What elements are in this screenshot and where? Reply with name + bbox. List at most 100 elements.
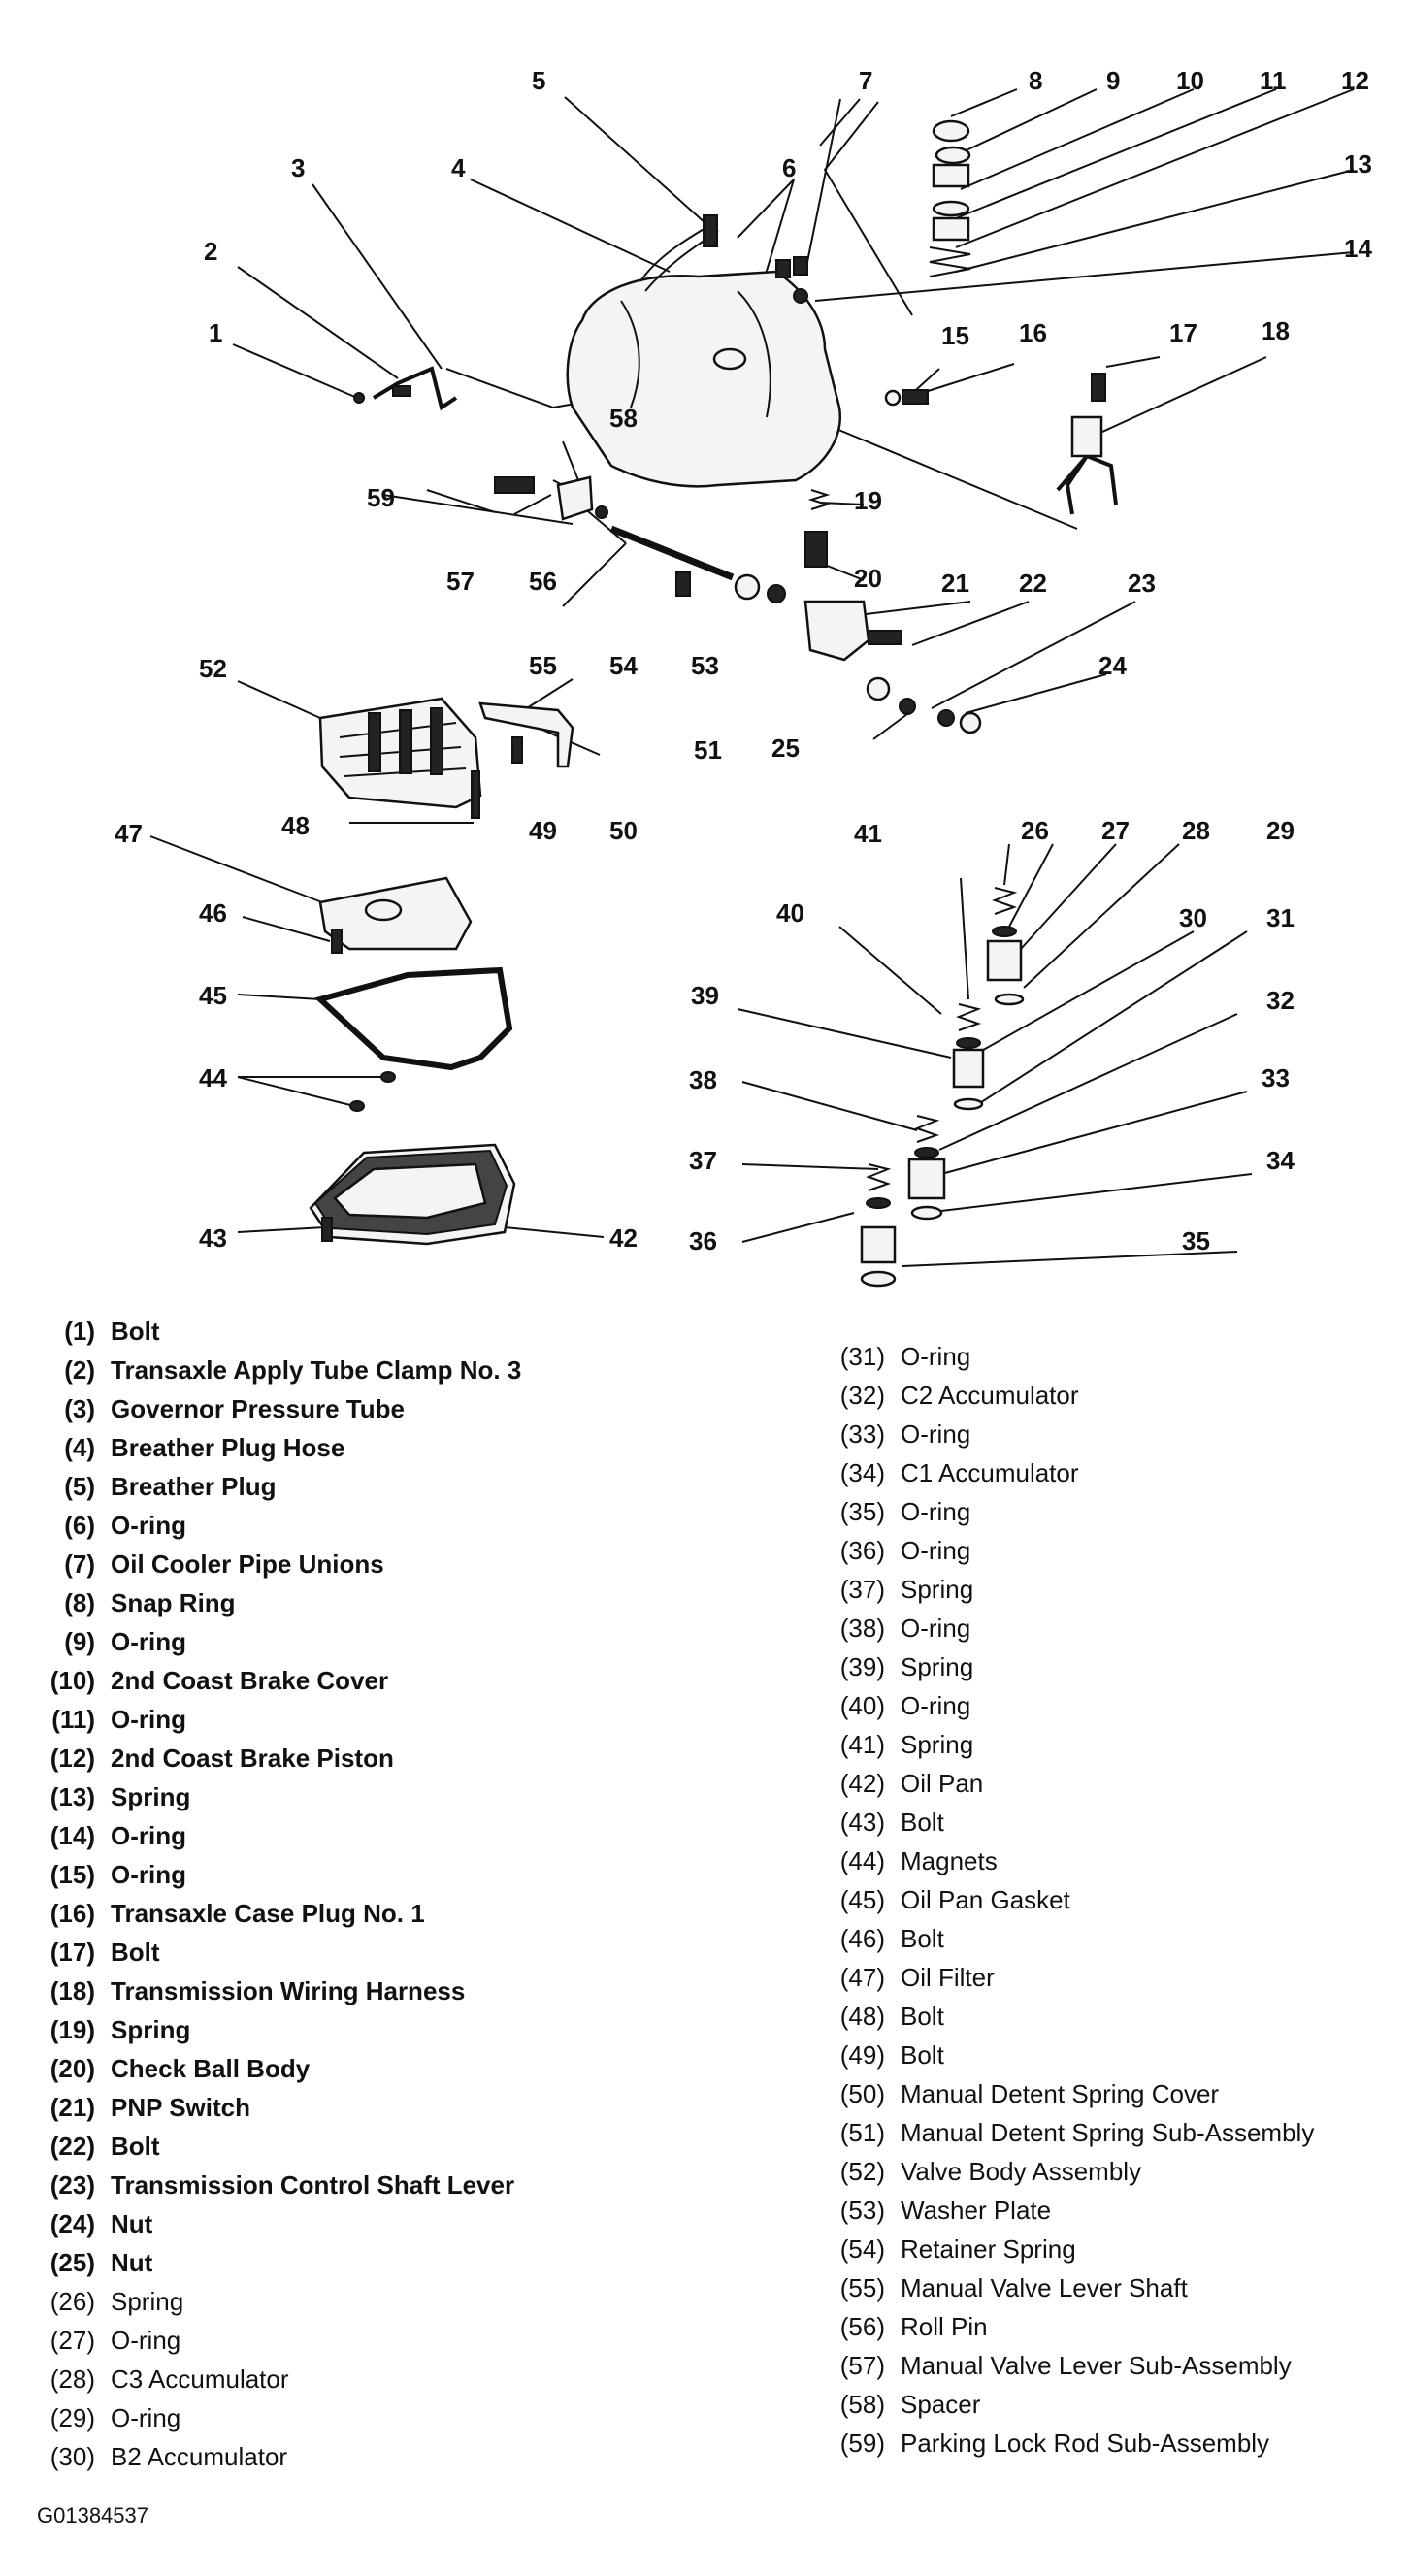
- callout-58: 58: [609, 404, 638, 433]
- legend-item-name: Transaxle Case Plug No. 1: [111, 1899, 425, 1928]
- callout-21: 21: [941, 569, 969, 598]
- legend-item: (53) Washer Plate: [815, 2191, 1314, 2230]
- legend-item-number: (9): [64, 1627, 95, 1656]
- legend-item: (32)C2 Accumulator: [815, 1376, 1314, 1415]
- callout-53: 53: [691, 651, 719, 680]
- legend-item-name: Governor Pressure Tube: [111, 1394, 405, 1423]
- legend-item: (34) C1 Accumulator: [815, 1453, 1314, 1492]
- legend-item-name: Spacer: [901, 2390, 981, 2419]
- right-side-parts: [884, 373, 1118, 515]
- legend-item-name: Breather Plug: [111, 1472, 277, 1501]
- legend-item: (42)Oil Pan: [815, 1764, 1314, 1803]
- legend-item: (11)O-ring: [37, 1700, 521, 1739]
- legend-item: (4) Breather Plug Hose: [37, 1428, 521, 1467]
- legend-item: (28)C3 Accumulator: [37, 2360, 521, 2398]
- legend-item-name: O-ring: [111, 1627, 186, 1656]
- legend-item: (49)Bolt: [815, 2036, 1314, 2074]
- legend-item-number: (30): [49, 2442, 95, 2471]
- callout-24: 24: [1098, 651, 1127, 680]
- legend-item-name: Breather Plug Hose: [111, 1433, 345, 1462]
- legend-item: (1)Bolt: [37, 1312, 521, 1351]
- legend-item-name: Snap Ring: [111, 1588, 236, 1617]
- legend-item: (43)Bolt: [815, 1803, 1314, 1842]
- legend-item-name: Bolt: [901, 1808, 944, 1837]
- legend-item-number: (31): [839, 1342, 885, 1371]
- callout-51: 51: [694, 735, 722, 765]
- callout-25: 25: [771, 734, 800, 763]
- legend-item-number: (48): [839, 2002, 885, 2031]
- callout-18: 18: [1262, 316, 1290, 345]
- legend-item-number: (11): [51, 1705, 95, 1734]
- legend-item: (37)Spring: [815, 1570, 1314, 1609]
- legend-item-number: (27): [49, 2326, 95, 2355]
- legend-item-number: (10): [49, 1666, 95, 1695]
- legend-item-number: (6): [64, 1511, 95, 1540]
- legend-item-name: O-ring: [901, 1691, 971, 1720]
- legend-item-name: Spring: [111, 2015, 191, 2044]
- legend-item-name: Bolt: [901, 2040, 944, 2070]
- callout-29: 29: [1266, 816, 1295, 845]
- legend-item: (58)Spacer: [815, 2385, 1314, 2424]
- legend-item-number: (13): [49, 1782, 95, 1811]
- legend-item: (5)Breather Plug: [37, 1467, 521, 1506]
- legend-left-column: (1)Bolt(2)Transaxle Apply Tube Clamp No.…: [37, 1312, 522, 2476]
- legend-item-number: (45): [839, 1885, 885, 1914]
- legend-item-name: Manual Valve Lever Sub-Assembly: [901, 2351, 1292, 2380]
- callout-47: 47: [115, 819, 143, 848]
- legend-item: (3)Governor Pressure Tube: [37, 1389, 521, 1428]
- legend-item: (7)Oil Cooler Pipe Unions: [37, 1545, 521, 1583]
- legend-item: (36)O-ring: [815, 1531, 1314, 1570]
- legend-item-name: 2nd Coast Brake Cover: [111, 1666, 389, 1695]
- legend-item-number: (50): [839, 2079, 885, 2108]
- legend-item-name: Parking Lock Rod Sub-Assembly: [901, 2429, 1270, 2458]
- legend-item-name: Nut: [111, 2209, 153, 2238]
- callout-35: 35: [1182, 1226, 1210, 1255]
- legend-item-name: Check Ball Body: [111, 2054, 311, 2083]
- legend-item: (54)Retainer Spring: [815, 2230, 1314, 2268]
- legend-item-name: Washer Plate: [901, 2196, 1052, 2225]
- legend-item: (25)Nut: [37, 2243, 521, 2282]
- callout-12: 12: [1341, 66, 1369, 95]
- legend-item-number: (32): [839, 1381, 885, 1410]
- legend-item-number: (33): [839, 1419, 885, 1449]
- legend-item: (35)O-ring: [815, 1492, 1314, 1531]
- callout-14: 14: [1344, 234, 1372, 263]
- legend-item: (29)O-ring: [37, 2398, 521, 2437]
- legend-item: (21)PNP Switch: [37, 2088, 521, 2127]
- legend-item-number: (41): [839, 1730, 885, 1759]
- legend-item-number: (4): [64, 1433, 95, 1462]
- legend-item-name: B2 Accumulator: [111, 2442, 288, 2471]
- legend-item-number: (57): [839, 2351, 885, 2380]
- callout-7: 7: [859, 66, 872, 95]
- legend-item-number: (12): [49, 1744, 95, 1773]
- legend-item: (46)Bolt: [815, 1919, 1314, 1958]
- legend-item-number: (34): [839, 1458, 885, 1487]
- legend-item: (10) 2nd Coast Brake Cover: [37, 1661, 521, 1700]
- legend-item: (27)O-ring: [37, 2321, 521, 2360]
- legend-item-name: Oil Pan: [901, 1769, 984, 1798]
- legend-item-name: Bolt: [901, 2002, 944, 2031]
- legend-item-name: Spring: [111, 2287, 184, 2316]
- callout-44: 44: [199, 1063, 227, 1092]
- legend-item-number: (54): [839, 2234, 885, 2264]
- callout-15: 15: [941, 321, 969, 350]
- legend-item-name: Nut: [111, 2248, 153, 2277]
- legend-item-name: O-ring: [901, 1497, 971, 1526]
- filter-and-pan: [309, 876, 516, 1246]
- legend-item: (13)Spring: [37, 1777, 521, 1816]
- callout-8: 8: [1029, 66, 1042, 95]
- callout-32: 32: [1266, 986, 1295, 1015]
- legend-item: (20)Check Ball Body: [37, 2049, 521, 2088]
- callout-3: 3: [291, 153, 305, 182]
- callout-55: 55: [529, 651, 557, 680]
- legend-item-number: (53): [839, 2196, 885, 2225]
- legend-item-number: (16): [49, 1899, 95, 1928]
- legend-item-name: C1 Accumulator: [901, 1458, 1079, 1487]
- legend-item-number: (24): [49, 2209, 95, 2238]
- callout-2: 2: [204, 237, 217, 266]
- callout-40: 40: [776, 898, 804, 928]
- callout-45: 45: [199, 981, 227, 1010]
- legend-item-name: Bolt: [111, 2132, 160, 2161]
- callout-50: 50: [609, 816, 638, 845]
- callout-28: 28: [1182, 816, 1210, 845]
